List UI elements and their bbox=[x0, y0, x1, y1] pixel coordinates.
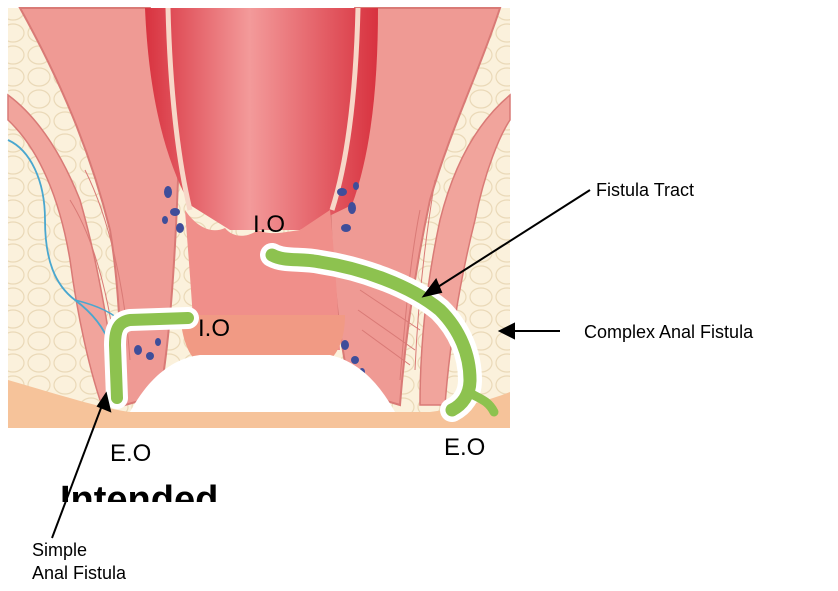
eo-left-label: E.O bbox=[110, 440, 151, 467]
simple-fistula-label-line1: Simple bbox=[32, 540, 87, 560]
fistula-tract-label: Fistula Tract bbox=[596, 180, 694, 200]
simple-fistula-label-line2: Anal Fistula bbox=[32, 563, 127, 583]
io-lower-label: I.O bbox=[198, 315, 230, 342]
eo-right-label: E.O bbox=[444, 434, 485, 461]
heading-clip: Intended bbox=[60, 479, 218, 521]
io-upper-label: I.O bbox=[253, 211, 285, 238]
complex-fistula-label: Complex Anal Fistula bbox=[584, 322, 754, 342]
partial-heading: Intended bbox=[60, 479, 218, 521]
